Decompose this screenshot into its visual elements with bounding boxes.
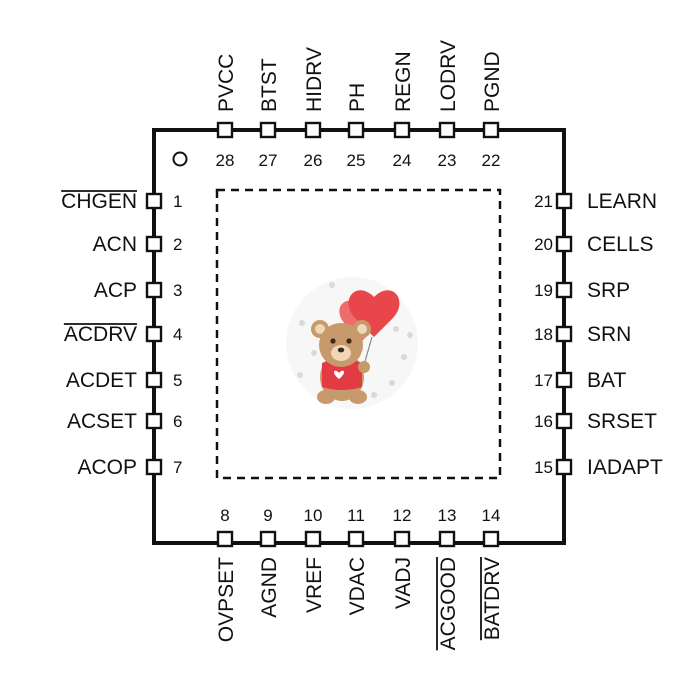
heart-balloon-icon [348, 290, 400, 337]
pin-5-label: ACDET [66, 369, 137, 392]
teddy-bear-icon [311, 320, 371, 404]
pin-18-number: 18 [534, 325, 553, 344]
pin-25-pad [347, 121, 365, 139]
pin-20-label: CELLS [587, 233, 654, 256]
pin-27-number: 27 [259, 151, 278, 170]
pin-8-number: 8 [220, 506, 229, 525]
pin-7-pad [145, 458, 163, 476]
pin-12-pad [393, 530, 411, 548]
pin-7-label: ACOP [77, 456, 137, 479]
pin-21-label: LEARN [587, 190, 657, 213]
pin-26-number: 26 [304, 151, 323, 170]
pin-5-number: 5 [173, 371, 182, 390]
pin-23-number: 23 [438, 151, 457, 170]
pin-4-label: ACDRV [64, 323, 137, 346]
pin-17-label: BAT [587, 369, 626, 392]
pin-21-pad [555, 192, 573, 210]
pin-28-number: 28 [216, 151, 235, 170]
pin-19-number: 19 [534, 281, 553, 300]
pin-18-label: SRN [587, 323, 631, 346]
pin-13-pad [438, 530, 456, 548]
pin-23-label: LODRV [437, 40, 460, 112]
pin-5-pad [145, 371, 163, 389]
pin-9-number: 9 [263, 506, 272, 525]
pin-21-number: 21 [534, 192, 553, 211]
pin-4-pad [145, 325, 163, 343]
pin-12-number: 12 [393, 506, 412, 525]
pin-17-number: 17 [534, 371, 553, 390]
pin-19-label: SRP [587, 279, 630, 302]
pin-16-pad [555, 412, 573, 430]
pin-2-number: 2 [173, 235, 182, 254]
pin-1-pad [145, 192, 163, 210]
pin-10-label: VREF [303, 557, 326, 613]
pin-16-label: SRSET [587, 410, 657, 433]
pin-3-label: ACP [94, 279, 137, 302]
pin-25-label: PH [346, 83, 369, 112]
pin-10-pad [304, 530, 322, 548]
pin-1-number: 1 [173, 192, 182, 211]
pin-26-pad [304, 121, 322, 139]
balloon-string [363, 336, 373, 366]
pin-1-label: CHGEN [61, 190, 137, 213]
pin-22-pad [482, 121, 500, 139]
pin-27-label: BTST [258, 58, 281, 112]
pin-24-number: 24 [393, 151, 412, 170]
pin-7-number: 7 [173, 458, 182, 477]
pin-24-pad [393, 121, 411, 139]
pin-8-label: OVPSET [215, 557, 238, 642]
pin-15-label: IADAPT [587, 456, 663, 479]
pin-14-number: 14 [482, 506, 501, 525]
pin-11-pad [347, 530, 365, 548]
pin-12-label: VADJ [392, 557, 415, 609]
pin-9-pad [259, 530, 277, 548]
center-illustration [286, 277, 418, 409]
pin-25-number: 25 [347, 151, 366, 170]
pin-15-number: 15 [534, 458, 553, 477]
pin-10-number: 10 [304, 506, 323, 525]
pin-6-label: ACSET [67, 410, 137, 433]
pin-17-pad [555, 371, 573, 389]
pin-3-pad [145, 281, 163, 299]
pin-4-number: 4 [173, 325, 182, 344]
pin-11-label: VDAC [346, 557, 369, 615]
pin-19-pad [555, 281, 573, 299]
pin-22-label: PGND [481, 51, 504, 112]
pin-24-label: REGN [392, 51, 415, 112]
pin-27-pad [259, 121, 277, 139]
pin-28-label: PVCC [215, 54, 238, 112]
pin-6-pad [145, 412, 163, 430]
pin-18-pad [555, 325, 573, 343]
pin-3-number: 3 [173, 281, 182, 300]
pin-14-pad [482, 530, 500, 548]
pin-8-pad [216, 530, 234, 548]
pin-28-pad [216, 121, 234, 139]
polka-dots [297, 282, 413, 400]
pin-23-pad [438, 121, 456, 139]
pin-13-number: 13 [438, 506, 457, 525]
pin-11-number: 11 [347, 506, 365, 525]
pin-20-pad [555, 235, 573, 253]
pin1-orientation-mark [172, 151, 188, 167]
pin-20-number: 20 [534, 235, 553, 254]
pin-13-label: ACGOOD [437, 557, 460, 650]
pin-9-label: AGND [258, 557, 281, 618]
pin-6-number: 6 [173, 412, 182, 431]
pin-16-number: 16 [534, 412, 553, 431]
pin-22-number: 22 [482, 151, 501, 170]
pin-26-label: HIDRV [303, 47, 326, 112]
pin-2-pad [145, 235, 163, 253]
pin-14-label: BATDRV [481, 557, 504, 640]
pin-15-pad [555, 458, 573, 476]
pin-2-label: ACN [93, 233, 137, 256]
thermal-pad-dashed-outline [215, 188, 502, 480]
